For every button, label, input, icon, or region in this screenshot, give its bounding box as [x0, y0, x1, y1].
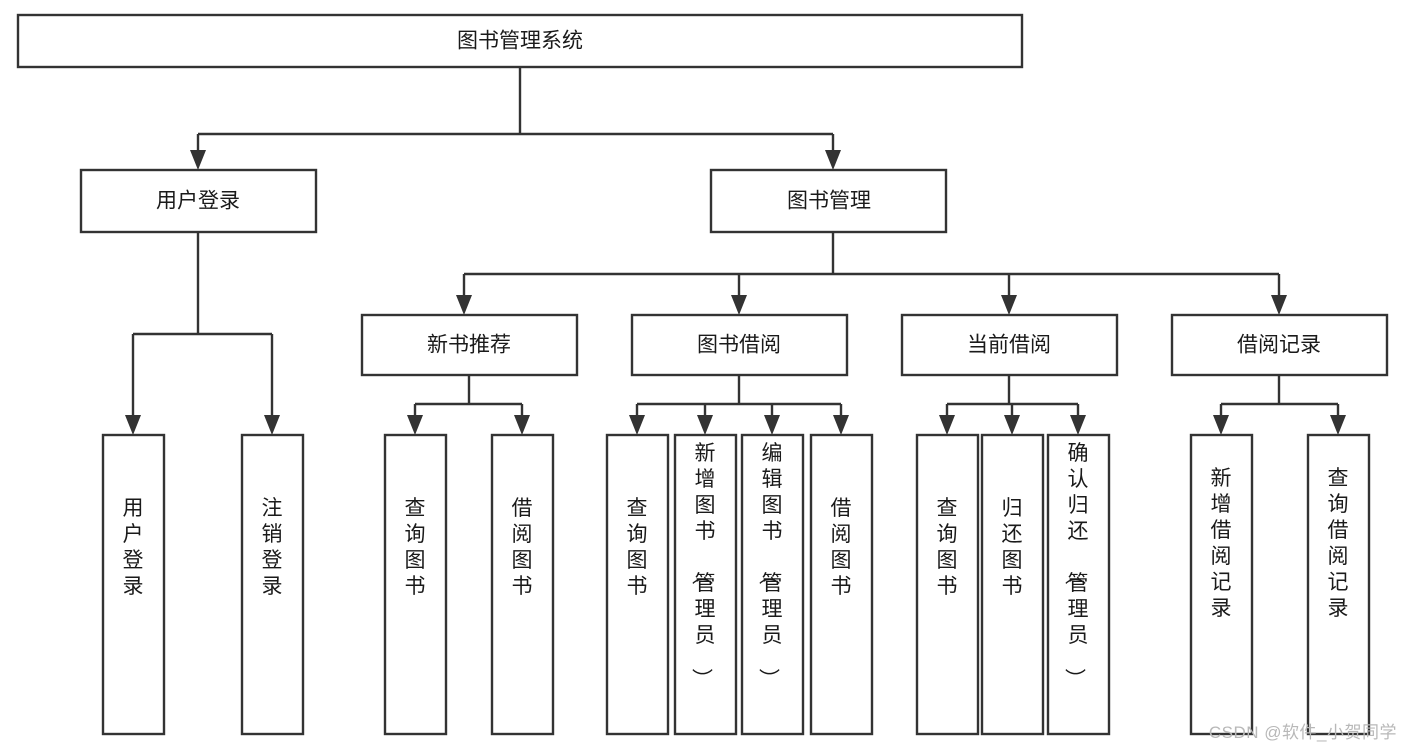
node-new-book-rec-box[interactable]	[360, 313, 579, 377]
arrow-head-leaf-query-book-2	[629, 415, 645, 435]
arrow-head-leaf-add-book	[697, 415, 713, 435]
node-leaf-borrow-book-2[interactable]: 借阅图书	[809, 433, 874, 736]
node-current-borrow-box[interactable]	[900, 313, 1119, 377]
node-new-book-rec-label: 新书推荐	[427, 334, 511, 357]
node-current-borrow[interactable]: 当前借阅	[900, 313, 1119, 377]
node-leaf-confirm-return-label: 确认归还（管理员）	[1063, 442, 1089, 689]
node-book-borrow[interactable]: 图书借阅	[630, 313, 849, 377]
node-leaf-add-record-box[interactable]	[1189, 433, 1254, 736]
node-user-login[interactable]: 用户登录	[79, 168, 318, 234]
connector-group-book-borrow	[629, 375, 849, 435]
node-leaf-return-book-box[interactable]	[980, 433, 1045, 736]
arrow-head-leaf-return-book	[1004, 415, 1020, 435]
arrow-head-borrow-record	[1271, 295, 1287, 315]
connector-group-book-manage	[456, 232, 1287, 315]
arrow-head-book-manage	[825, 150, 841, 170]
node-leaf-return-book[interactable]: 归还图书	[980, 433, 1045, 736]
arrow-head-leaf-edit-book	[764, 415, 780, 435]
connector-group-new-book-rec	[407, 375, 530, 435]
node-root[interactable]: 图书管理系统	[16, 13, 1024, 69]
node-leaf-query-book-1[interactable]: 查询图书	[383, 433, 448, 736]
connector-group-current-borrow	[939, 375, 1086, 435]
node-leaf-borrow-book-1-label: 借阅图书	[512, 497, 533, 598]
node-borrow-record[interactable]: 借阅记录	[1170, 313, 1389, 377]
node-leaf-edit-book-box[interactable]	[740, 433, 805, 736]
node-leaf-add-book-label: 新增图书（管理员）	[690, 442, 716, 689]
node-book-manage-box[interactable]	[709, 168, 948, 234]
arrow-head-leaf-add-record	[1213, 415, 1229, 435]
node-leaf-query-record-label: 查询借阅记录	[1328, 467, 1349, 620]
node-root-label: 图书管理系统	[457, 30, 583, 53]
node-leaf-user-login-box[interactable]	[101, 433, 166, 736]
node-borrow-record-box[interactable]	[1170, 313, 1389, 377]
arrow-head-current-borrow	[1001, 295, 1017, 315]
node-leaf-query-book-2[interactable]: 查询图书	[605, 433, 670, 736]
arrow-head-leaf-confirm-return	[1070, 415, 1086, 435]
node-user-login-box[interactable]	[79, 168, 318, 234]
node-leaf-user-logout-label: 注销登录	[262, 497, 283, 598]
node-leaf-query-record-box[interactable]	[1306, 433, 1371, 736]
arrow-head-leaf-query-record	[1330, 415, 1346, 435]
node-leaf-query-book-3[interactable]: 查询图书	[915, 433, 980, 736]
node-leaf-edit-book-label: 编辑图书（管理员）	[757, 442, 783, 689]
node-leaf-user-login-label: 用户登录	[123, 497, 144, 598]
node-leaf-borrow-book-1[interactable]: 借阅图书	[490, 433, 555, 736]
node-root-box[interactable]	[16, 13, 1024, 69]
node-book-manage[interactable]: 图书管理	[709, 168, 948, 234]
node-user-login-label: 用户登录	[156, 190, 240, 213]
node-current-borrow-label: 当前借阅	[967, 334, 1051, 357]
node-leaf-confirm-return[interactable]: 确认归还（管理员）	[1046, 433, 1111, 736]
node-new-book-rec[interactable]: 新书推荐	[360, 313, 579, 377]
arrow-head-user-login	[190, 150, 206, 170]
connector-group-root	[190, 67, 841, 170]
node-leaf-user-logout[interactable]: 注销登录	[240, 433, 305, 736]
node-leaf-add-record[interactable]: 新增借阅记录	[1189, 433, 1254, 736]
node-leaf-query-book-3-label: 查询图书	[937, 497, 958, 598]
connector-group-borrow-record	[1213, 375, 1346, 435]
arrow-head-leaf-query-book-3	[939, 415, 955, 435]
arrow-head-leaf-query-book-1	[407, 415, 423, 435]
node-leaf-query-book-2-box[interactable]	[605, 433, 670, 736]
node-leaf-query-book-1-box[interactable]	[383, 433, 448, 736]
node-book-manage-label: 图书管理	[787, 190, 871, 213]
arrow-head-leaf-user-logout	[264, 415, 280, 435]
node-leaf-borrow-book-2-label: 借阅图书	[831, 497, 852, 598]
node-leaf-borrow-book-2-box[interactable]	[809, 433, 874, 736]
arrow-head-leaf-borrow-book-1	[514, 415, 530, 435]
node-leaf-confirm-return-box[interactable]	[1046, 433, 1111, 736]
node-leaf-edit-book[interactable]: 编辑图书（管理员）	[740, 433, 805, 736]
node-book-borrow-box[interactable]	[630, 313, 849, 377]
node-leaf-query-book-1-label: 查询图书	[405, 497, 426, 598]
node-leaf-add-book-box[interactable]	[673, 433, 738, 736]
node-leaf-query-book-3-box[interactable]	[915, 433, 980, 736]
arrow-head-book-borrow	[731, 295, 747, 315]
node-leaf-borrow-book-1-box[interactable]	[490, 433, 555, 736]
connector-group-user-login	[125, 232, 280, 435]
csdn-watermark: CSDN @软件_小贺同学	[1208, 723, 1397, 742]
arrow-head-leaf-borrow-book-2	[833, 415, 849, 435]
node-leaf-query-book-2-label: 查询图书	[627, 497, 648, 598]
node-leaf-user-logout-box[interactable]	[240, 433, 305, 736]
node-book-borrow-label: 图书借阅	[697, 334, 781, 357]
node-leaf-add-book[interactable]: 新增图书（管理员）	[673, 433, 738, 736]
arrow-head-new-book-rec	[456, 295, 472, 315]
node-leaf-add-record-label: 新增借阅记录	[1211, 467, 1232, 620]
arrow-head-leaf-user-login	[125, 415, 141, 435]
node-borrow-record-label: 借阅记录	[1237, 334, 1321, 357]
node-leaf-query-record[interactable]: 查询借阅记录	[1306, 433, 1371, 736]
node-leaf-return-book-label: 归还图书	[1002, 497, 1023, 598]
node-leaf-user-login[interactable]: 用户登录	[101, 433, 166, 736]
